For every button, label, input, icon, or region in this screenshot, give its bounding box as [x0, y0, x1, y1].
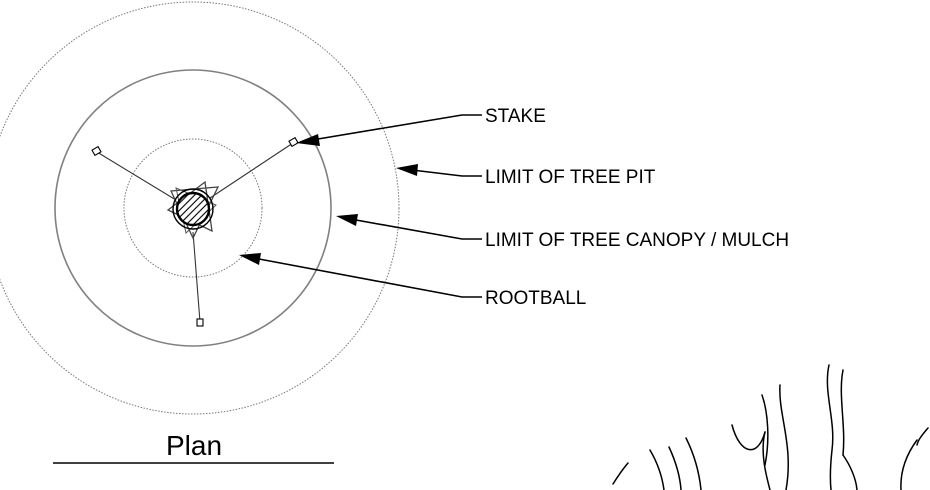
callout-tree-pit-leader — [396, 164, 482, 177]
canopy-mulch-limit-circle — [54, 69, 332, 347]
callout-canopy-mulch-leader — [336, 214, 482, 240]
callout-tree-pit-label: LIMIT OF TREE PIT — [485, 167, 656, 188]
tree-trunk-symbol — [166, 180, 220, 240]
section-sketch-fragment — [612, 364, 929, 490]
tree-pit-limit-circle — [0, 1, 400, 415]
stake-markers — [91, 136, 299, 327]
stake-marker — [288, 136, 299, 148]
plan-title: Plan — [166, 430, 222, 461]
stake-marker — [196, 318, 204, 327]
callout-rootball-label: ROOTBALL — [485, 288, 586, 309]
callout-rootball-leader — [239, 253, 482, 298]
callout-stake-leader — [296, 114, 482, 146]
rootball-circle — [123, 138, 263, 278]
callout-stake-label: STAKE — [485, 106, 546, 127]
stake-marker — [91, 145, 102, 157]
callout-canopy-mulch-label: LIMIT OF TREE CANOPY / MULCH — [485, 230, 789, 251]
stake-lines — [96, 142, 294, 323]
